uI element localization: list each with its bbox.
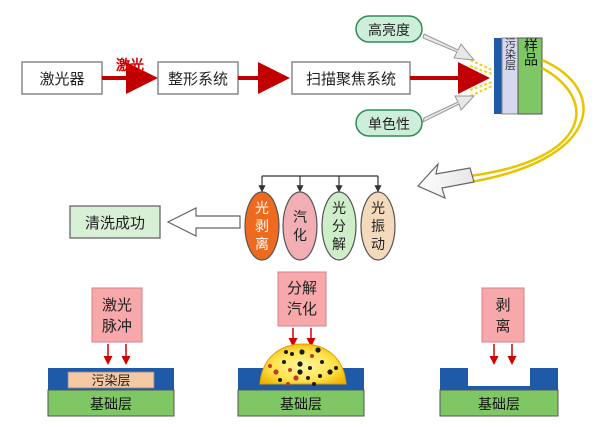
mechanism-4-char: 光 — [371, 201, 385, 217]
result-label: 清洗成功 — [85, 214, 145, 232]
vapor-particle — [293, 375, 299, 381]
high-brightness-label: 高亮度 — [368, 22, 410, 39]
vapor-particle — [299, 349, 305, 355]
vapor-particle — [290, 352, 294, 356]
mechanism-4-char: 振 — [371, 219, 385, 235]
scan-focus-box: 扫描聚焦系统 — [291, 61, 411, 95]
decompose-label-1: 分解 — [287, 279, 317, 297]
vapor-particle — [268, 364, 272, 368]
mechanism-3-char: 解 — [332, 237, 346, 253]
vapor-particle — [312, 382, 316, 386]
vapor-particle — [320, 360, 324, 364]
high-brightness-arrow — [422, 33, 476, 61]
beam-label: 激光 — [116, 57, 144, 74]
high-brightness-pill: 高亮度 — [355, 15, 423, 43]
stage-strip: 剥 离 — [481, 287, 525, 365]
shaping-box: 整形系统 — [157, 61, 239, 95]
mechanism-2: 汽化 — [282, 191, 318, 261]
result-box: 清洗成功 — [69, 205, 161, 239]
monochromatic-arrow — [422, 95, 476, 123]
stage1-layers: 污染层 基础层 — [47, 368, 175, 417]
mechanism-1-char: 光 — [255, 201, 269, 217]
mechanism-2-char: 汽 — [293, 210, 307, 226]
vapor-particle — [282, 360, 286, 364]
monochromatic-label: 单色性 — [368, 116, 410, 133]
vapor-particle — [327, 369, 333, 375]
pulse-label-2: 脉冲 — [102, 317, 132, 335]
vapor-particle — [306, 376, 310, 380]
vapor-particle — [273, 369, 279, 375]
laser-label: 激光器 — [39, 70, 84, 88]
vapor-particle — [288, 368, 292, 372]
vapor-particle — [308, 366, 312, 370]
mechanism-3: 光分解 — [321, 191, 357, 261]
decompose-label-2: 汽化 — [287, 300, 317, 318]
stage2-layers: 基础层 — [237, 343, 365, 417]
vapor-particle — [310, 354, 314, 358]
vapor-particle — [334, 366, 338, 370]
light-rays — [465, 57, 493, 99]
stage2-substrate-label: 基础层 — [280, 396, 322, 413]
stage1-substrate-label: 基础层 — [90, 396, 132, 413]
sample-stack: 污染层 样品 — [494, 37, 543, 115]
vapor-particle — [297, 361, 303, 367]
scan-focus-label: 扫描聚焦系统 — [306, 70, 396, 88]
sample-vertical-label: 样品 — [522, 38, 538, 66]
mechanism-4: 光振动 — [360, 191, 396, 261]
mechanism-4-char: 动 — [371, 237, 385, 253]
contamination-vertical-label: 污染层 — [504, 37, 517, 71]
result-arrow — [166, 207, 241, 237]
vapor-particle — [318, 374, 322, 378]
vapor-particle — [286, 382, 290, 386]
vapor-particles — [268, 347, 338, 386]
vapor-particle — [315, 347, 321, 353]
stage-pulse: 激光 脉冲 — [91, 287, 143, 365]
monochromatic-pill: 单色性 — [355, 109, 423, 137]
mechanism-tree-lines — [258, 175, 382, 193]
stage-decompose: 分解 汽化 — [277, 271, 327, 347]
vapor-particle — [278, 378, 282, 382]
feedback-curves — [469, 58, 585, 184]
stage3-layers: 基础层 — [439, 368, 559, 417]
hollow-arrow-left — [416, 161, 475, 200]
mechanism-1-char: 剥 — [255, 219, 269, 235]
mechanism-2-char: 化 — [293, 228, 307, 244]
mechanism-3-char: 分 — [332, 219, 346, 235]
vapor-particle — [284, 350, 288, 354]
mechanism-1-char: 离 — [255, 236, 269, 253]
mechanism-1: 光剥离 — [244, 191, 280, 261]
stage3-substrate-label: 基础层 — [478, 396, 520, 413]
strip-label-2: 离 — [495, 317, 510, 335]
laser-box: 激光器 — [21, 61, 103, 95]
vapor-particle — [297, 369, 303, 375]
strip-label-1: 剥 — [495, 296, 510, 314]
beam-arrow-1: 激光 — [102, 57, 158, 94]
shaping-label: 整形系统 — [168, 70, 228, 88]
stage1-contamination-label: 污染层 — [91, 374, 130, 389]
pulse-label-1: 激光 — [102, 296, 132, 314]
mechanism-3-char: 光 — [332, 201, 346, 217]
